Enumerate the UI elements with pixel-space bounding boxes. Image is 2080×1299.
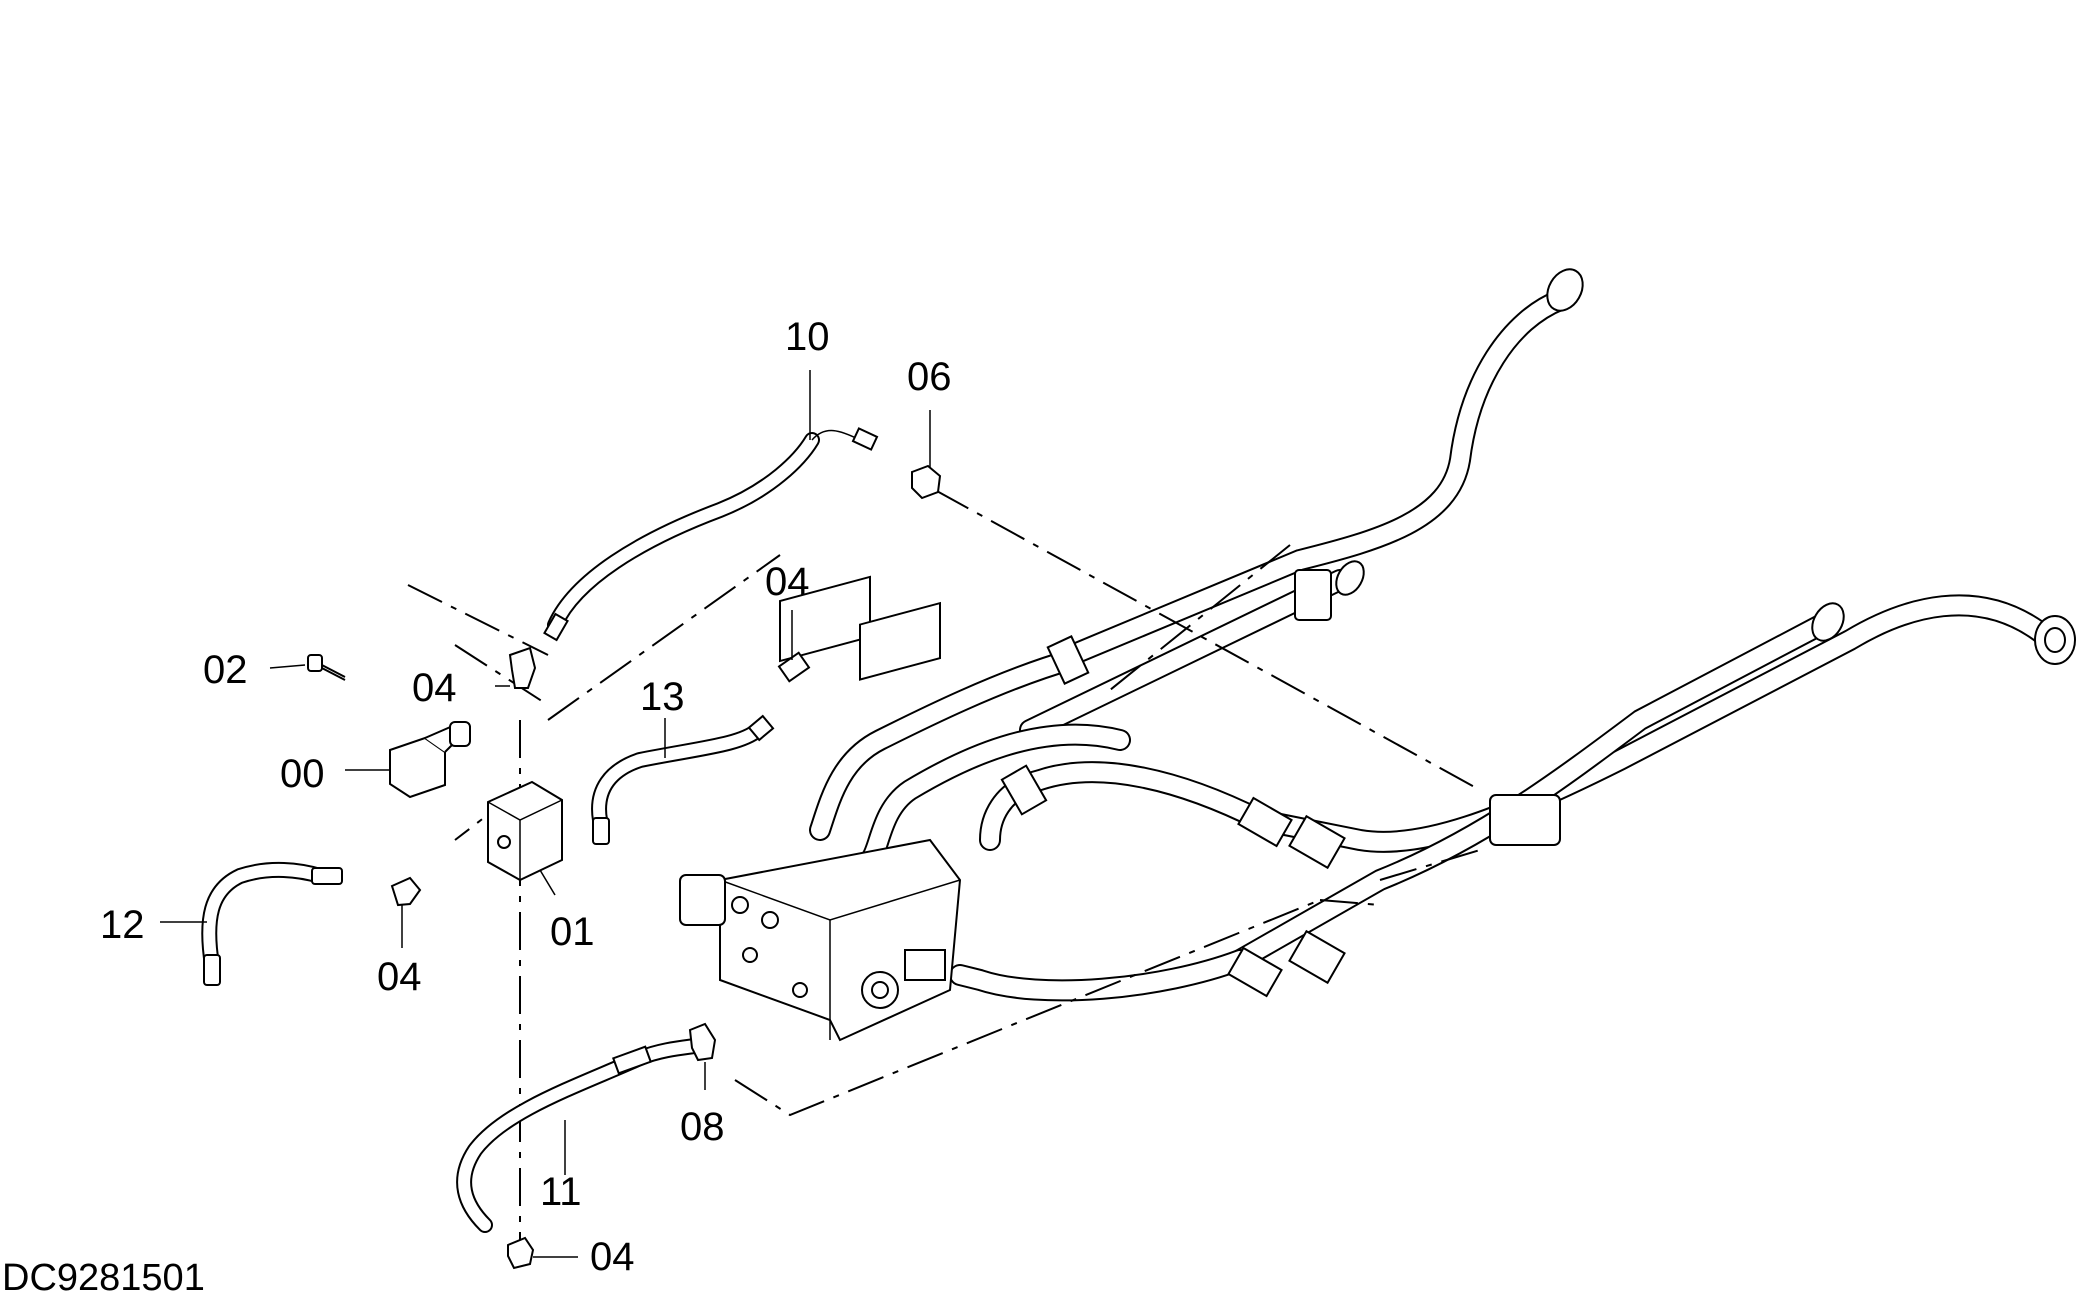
callout-01: 01	[550, 910, 595, 954]
callout-11: 11	[540, 1170, 582, 1214]
callout-04-top: 04	[765, 560, 810, 604]
callout-04-low: 04	[377, 955, 422, 999]
elbow-04-low	[390, 876, 422, 948]
elbow-04-mid	[495, 646, 537, 689]
solenoid-00	[345, 721, 471, 799]
callout-04-mid: 04	[412, 666, 457, 710]
assembly-lines	[407, 489, 1481, 1250]
fitting-04-bottom	[507, 1236, 578, 1270]
valve-hoses	[809, 268, 2076, 1002]
callout-labels: 10 06 04 02 04 13 00 12 01 04 08 11 04	[100, 315, 952, 1279]
fitting-06	[911, 410, 942, 500]
hose-10	[543, 370, 879, 642]
hose-11	[456, 1038, 703, 1233]
callout-04-bottom: 04	[590, 1235, 635, 1279]
callout-10: 10	[785, 315, 830, 359]
control-valve-block	[679, 575, 962, 1042]
valve-block-01	[487, 780, 563, 896]
callout-12: 12	[100, 903, 145, 947]
fitting-08	[688, 1022, 717, 1090]
hose-13	[591, 714, 775, 845]
fitting-04-top	[777, 610, 811, 683]
callout-00: 00	[280, 752, 325, 796]
callout-06: 06	[907, 355, 952, 399]
callout-08: 08	[680, 1105, 725, 1149]
bolt-02	[269, 654, 346, 681]
hose-12	[160, 861, 343, 986]
drawing-code: DC9281501	[2, 1257, 205, 1299]
callout-02: 02	[203, 648, 248, 692]
callout-13: 13	[640, 675, 685, 719]
